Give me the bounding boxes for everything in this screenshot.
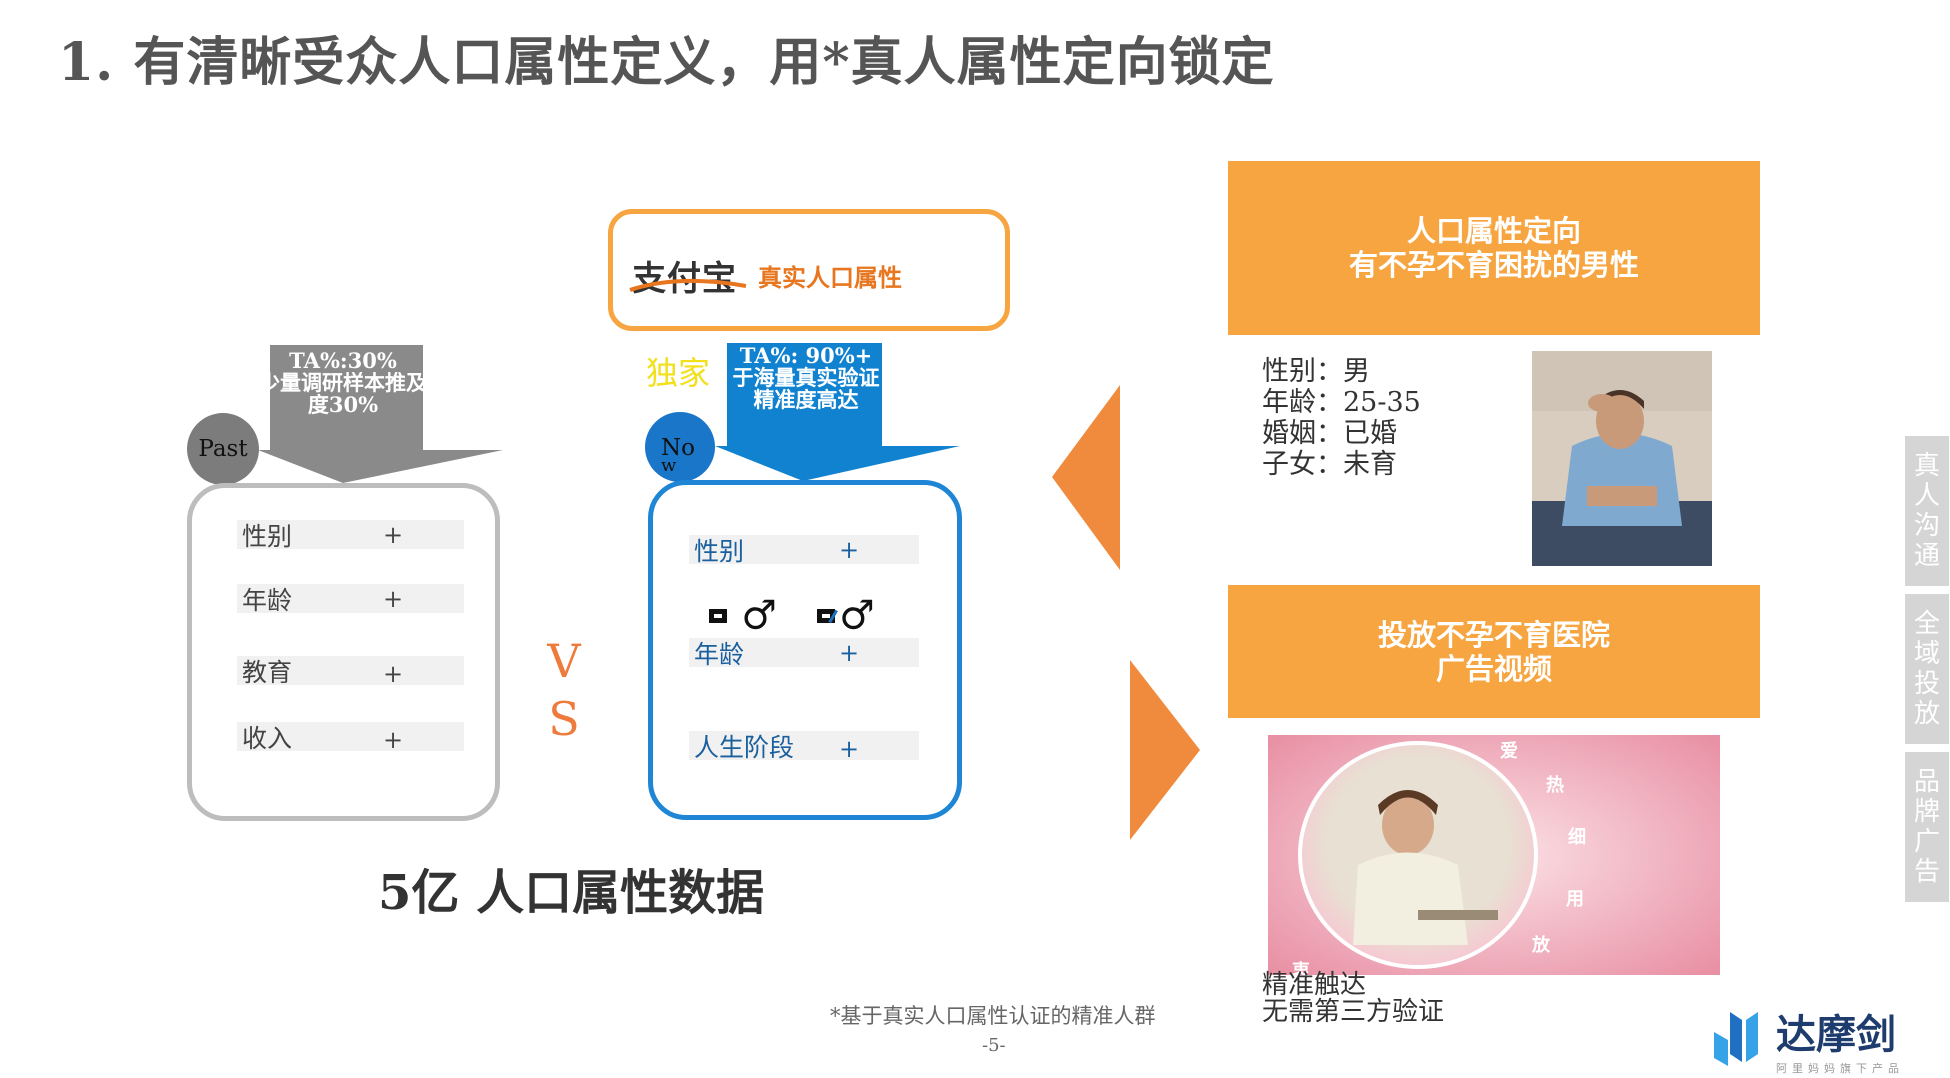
attribute-children: 子女：未育 xyxy=(1262,449,1397,480)
checkbox-checked-icon[interactable] xyxy=(816,609,835,623)
past-row-income: 收入 + xyxy=(237,722,464,754)
now-row-life-stage: 人生阶段 + xyxy=(689,731,919,763)
alipay-tag: 真实人口属性 xyxy=(758,263,902,292)
plus-icon[interactable]: + xyxy=(839,735,860,763)
targeting-header-line2: 有不孕不育困扰的男性 xyxy=(1348,248,1639,282)
ad-delivery-line1: 投放不孕不育医院 xyxy=(1377,617,1610,652)
worried-man-photo xyxy=(1532,351,1712,566)
plus-icon[interactable]: + xyxy=(383,726,404,754)
tab-label: 品牌广告 xyxy=(1914,767,1941,887)
row-label: 性别 xyxy=(694,536,745,566)
past-badge: Past xyxy=(187,413,259,485)
now-ta-line3: 精准度高达 xyxy=(753,387,859,412)
now-attribute-card: 性别 + ♂ ♂ 年龄 + 人生阶段 + xyxy=(648,480,962,820)
data-statement: 5亿 人口属性数据 xyxy=(378,865,765,921)
row-label: 年龄 xyxy=(242,585,293,615)
page-title: 1. 有清晰受众人口属性定义，用*真人属性定向锁定 xyxy=(58,32,1275,93)
page-number: -5- xyxy=(982,1035,1006,1056)
vs-letter-v: V xyxy=(547,634,581,688)
past-attribute-card: 性别 + 年龄 + 教育 + 收入 + xyxy=(187,483,500,821)
tab-real-person-communication[interactable]: 真人沟通 xyxy=(1905,436,1949,586)
plus-icon[interactable]: + xyxy=(839,638,860,667)
now-ta-line2: 于海量真实验证 xyxy=(732,365,880,390)
bubble-word: 用 xyxy=(1566,889,1584,910)
ad-caption: 精准触达 无需第三方验证 xyxy=(1262,972,1444,1026)
attribute-list: 性别：男 年龄：25-35 婚姻：已婚 子女：未育 xyxy=(1262,356,1421,480)
alipay-box xyxy=(608,209,1010,331)
bubble-word: 爱 xyxy=(1500,741,1518,762)
plus-icon[interactable]: + xyxy=(383,660,404,688)
past-ta-line3: 度30% xyxy=(307,392,379,417)
past-row-age: 年龄 + xyxy=(237,584,464,615)
now-ta-label: TA%: 90%+ 于海量真实验证 精准度高达 xyxy=(728,345,884,411)
past-ta-line1: TA%:30% xyxy=(289,348,397,373)
plus-icon[interactable]: + xyxy=(383,584,404,613)
ad-delivery-line2: 广告视频 xyxy=(1435,651,1552,686)
row-label: 教育 xyxy=(242,657,293,687)
tab-brand-advertising[interactable]: 品牌广告 xyxy=(1905,752,1949,902)
past-ta-label: TA%:30% 少量调研样本推及 度30% xyxy=(258,350,428,416)
now-badge-line1: No xyxy=(661,435,695,461)
row-label: 年龄 xyxy=(694,639,745,669)
brand-subtitle: 阿里妈妈旗下产品 xyxy=(1776,1062,1904,1075)
brand-logo: 达摩剑 阿里妈妈旗下产品 xyxy=(1710,1002,1904,1076)
attribute-age: 年龄：25-35 xyxy=(1262,387,1421,418)
alipay-swoosh-icon xyxy=(629,278,747,292)
row-label: 收入 xyxy=(242,723,293,753)
bubble-word: 放 xyxy=(1532,935,1550,956)
ad-caption-line1: 精准触达 xyxy=(1262,970,1367,1000)
sword-logo-icon xyxy=(1714,1012,1758,1066)
row-label: 性别 xyxy=(242,521,293,551)
brand-name: 达摩剑 xyxy=(1776,1012,1896,1058)
ad-caption-line2: 无需第三方验证 xyxy=(1262,997,1445,1027)
ad-delivery-box: 投放不孕不育医院 广告视频 xyxy=(1228,585,1760,718)
now-badge-line2: w xyxy=(661,455,677,476)
now-row-gender: 性别 + xyxy=(689,535,919,566)
left-triangle-icon xyxy=(1052,385,1120,570)
attribute-marriage: 婚姻：已婚 xyxy=(1262,418,1397,449)
targeting-header-line1: 人口属性定向 xyxy=(1406,214,1581,248)
hospital-ad-video-image: 爱 热 细 用 放 衷 xyxy=(1268,735,1720,975)
vs-label: V S xyxy=(544,632,584,748)
tab-omni-channel-delivery[interactable]: 全域投放 xyxy=(1905,594,1949,744)
male-icon: ♂ xyxy=(838,593,875,639)
vs-letter-s: S xyxy=(548,692,580,746)
bubble-word: 热 xyxy=(1546,775,1564,796)
right-triangle-icon xyxy=(1130,660,1200,840)
checkbox-icon[interactable] xyxy=(709,609,727,623)
row-label: 人生阶段 xyxy=(694,732,795,762)
past-arrow-shape xyxy=(258,345,503,483)
exclusive-label: 独家 xyxy=(646,354,711,392)
gender-options: ♂ ♂ xyxy=(709,593,875,639)
past-row-education: 教育 + xyxy=(237,656,464,688)
side-tabs: 真人沟通 全域投放 品牌广告 xyxy=(1905,436,1950,910)
targeting-header-box: 人口属性定向 有不孕不育困扰的男性 xyxy=(1228,161,1760,335)
attribute-gender: 性别：男 xyxy=(1262,356,1370,387)
past-row-gender: 性别 + xyxy=(237,520,464,551)
footnote: *基于真实人口属性认证的精准人群 xyxy=(830,1004,1156,1028)
now-badge: No w xyxy=(645,412,715,482)
plus-icon[interactable]: + xyxy=(383,520,404,549)
now-row-age: 年龄 + xyxy=(689,638,919,669)
bubble-word: 衷 xyxy=(1292,961,1310,975)
tab-label: 全域投放 xyxy=(1914,609,1941,729)
now-arrow-shape xyxy=(715,343,960,481)
tab-label: 真人沟通 xyxy=(1914,451,1941,571)
male-icon: ♂ xyxy=(741,593,777,639)
past-ta-line2: 少量调研样本推及 xyxy=(259,372,427,394)
bubble-word: 细 xyxy=(1568,827,1586,848)
now-ta-line1: TA%: 90%+ xyxy=(739,343,873,368)
plus-icon[interactable]: + xyxy=(839,535,860,564)
